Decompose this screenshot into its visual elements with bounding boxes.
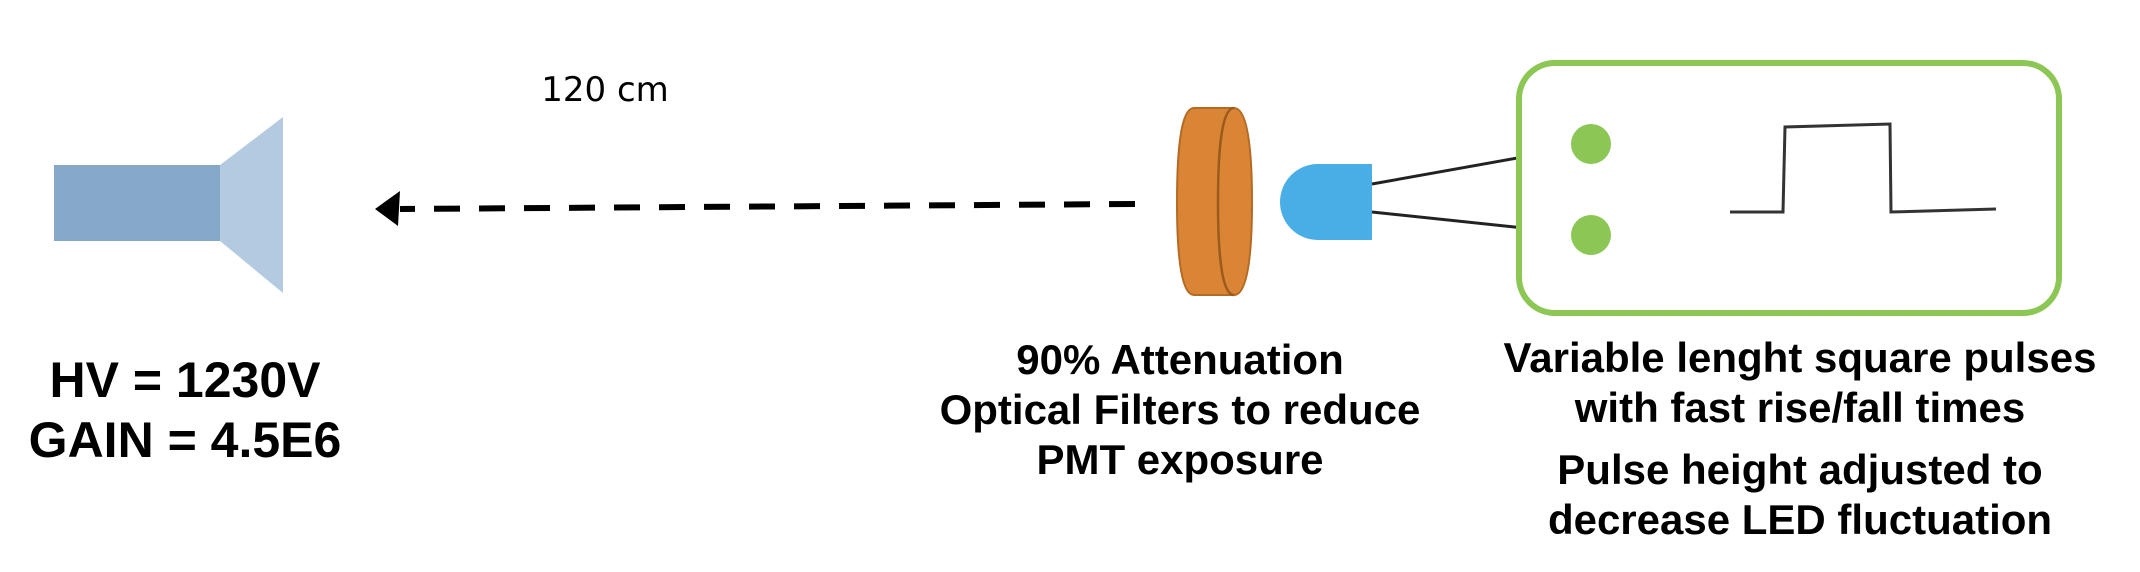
pmt-settings-label: HV = 1230V GAIN = 4.5E6 <box>0 350 370 470</box>
pmt-face <box>220 117 283 293</box>
pmt-body <box>54 165 220 241</box>
pmt-hv-text: HV = 1230V <box>49 352 321 408</box>
led <box>1280 164 1372 240</box>
pulse-line-2: with fast rise/fall times <box>1574 384 2026 431</box>
filter-rim <box>1216 106 1235 297</box>
light-path-arrow <box>375 191 1136 226</box>
optical-filter <box>1175 106 1254 297</box>
pulse-generator <box>1516 60 2062 316</box>
filter-line-1: 90% Attenuation <box>1016 336 1344 383</box>
pulse-generator-frame <box>1516 60 2062 316</box>
led-body <box>1280 164 1372 240</box>
square-pulse-waveform <box>1730 122 1997 214</box>
terminal-top <box>1571 124 1611 164</box>
pmt-gain-text: GAIN = 4.5E6 <box>28 412 342 468</box>
arrow-head-icon <box>375 191 400 226</box>
light-path-dashed-line <box>399 201 1136 212</box>
pulse-description-label: Variable lenght square pulses with fast … <box>1470 333 2130 545</box>
pmt-detector <box>54 117 283 293</box>
pulse-line-1: Variable lenght square pulses <box>1503 334 2097 381</box>
filter-line-3: PMT exposure <box>1036 436 1324 483</box>
filter-disk <box>1175 107 1254 296</box>
filter-description-label: 90% Attenuation Optical Filters to reduc… <box>900 335 1460 485</box>
pulse-line-3: Pulse height adjusted to <box>1557 446 2043 493</box>
pulse-line-4: decrease LED fluctuation <box>1547 496 2053 543</box>
filter-line-2: Optical Filters to reduce <box>939 386 1421 433</box>
terminal-bottom <box>1571 215 1611 255</box>
distance-label: 120 cm <box>541 70 669 110</box>
